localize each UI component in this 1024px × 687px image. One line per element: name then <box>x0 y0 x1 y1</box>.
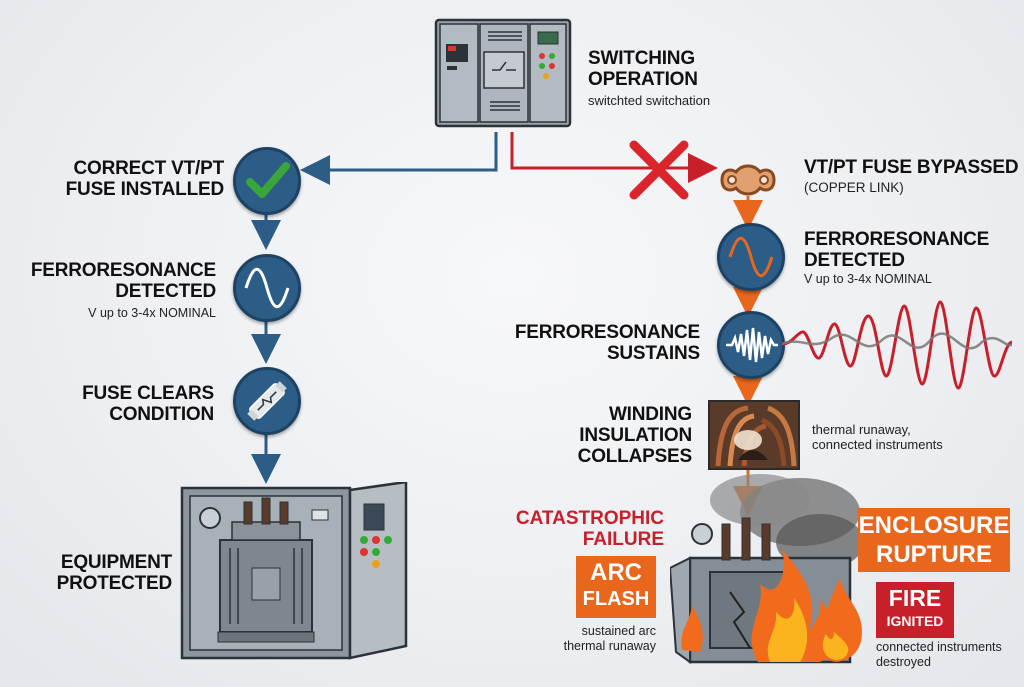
winding-collapses-label: WINDING INSULATION COLLAPSES <box>577 404 693 467</box>
left-sine-step-circle <box>233 254 301 322</box>
arc-flash-note: sustained arc thermal runaway <box>563 624 656 653</box>
sine-wave-icon <box>728 236 774 278</box>
equipment-protected-label: EQUIPMENT PROTECTED <box>56 552 173 594</box>
arc-flash-badge: ARC FLASH <box>576 556 656 618</box>
fire-note: connected instruments destroyed <box>876 640 1002 669</box>
sustains-step-circle <box>717 311 785 379</box>
fuse-clears-label: FUSE CLEARS CONDITION <box>82 383 214 425</box>
protected-transformer-cabinet-image <box>180 482 408 660</box>
fire-icon <box>811 578 862 662</box>
fuse-installed-label: CORRECT VT/PT FUSE INSTALLED <box>65 158 225 200</box>
ferroresonance-waveform-graphic <box>782 300 1012 390</box>
fire-ignited-badge: FIRE IGNITED <box>876 582 954 638</box>
switching-operation-title: SWITCHING OPERATION <box>588 48 698 90</box>
left-ferroresonance-sub: V up to 3-4x NOMINAL <box>88 306 216 320</box>
copper-link-sub: (COPPER LINK) <box>804 180 904 195</box>
ferroresonance-sustains-label: FERRORESONANCE SUSTAINS <box>514 322 700 364</box>
burnt-winding-image <box>708 400 800 470</box>
fuse-bypassed-label: VT/PT FUSE BYPASSED <box>804 157 1019 178</box>
left-ferroresonance-label: FERRORESONANCE DETECTED <box>30 260 216 302</box>
winding-note: thermal runaway, connected instruments <box>812 422 943 452</box>
fuse-step-circle <box>233 367 301 435</box>
catastrophic-failure-label: CATASTROPHIC FAILURE <box>515 508 664 550</box>
right-sine-step-circle <box>717 223 785 291</box>
checkmark-icon <box>246 162 290 198</box>
sine-wave-icon <box>244 267 290 309</box>
fuse-icon <box>247 381 287 421</box>
right-ferroresonance-label: FERRORESONANCE DETECTED <box>804 229 990 271</box>
right-ferroresonance-sub: V up to 3-4x NOMINAL <box>804 272 932 286</box>
switching-operation-subtitle: switchted switchation <box>588 93 711 108</box>
copper-link-icon <box>720 164 776 196</box>
waveform-icon <box>726 327 778 363</box>
switchgear-cabinet-image <box>434 18 572 128</box>
x-mark-icon <box>629 140 689 200</box>
enclosure-rupture-badge: ENCLOSURE RUPTURE <box>858 508 1010 572</box>
check-step-circle <box>233 147 301 215</box>
